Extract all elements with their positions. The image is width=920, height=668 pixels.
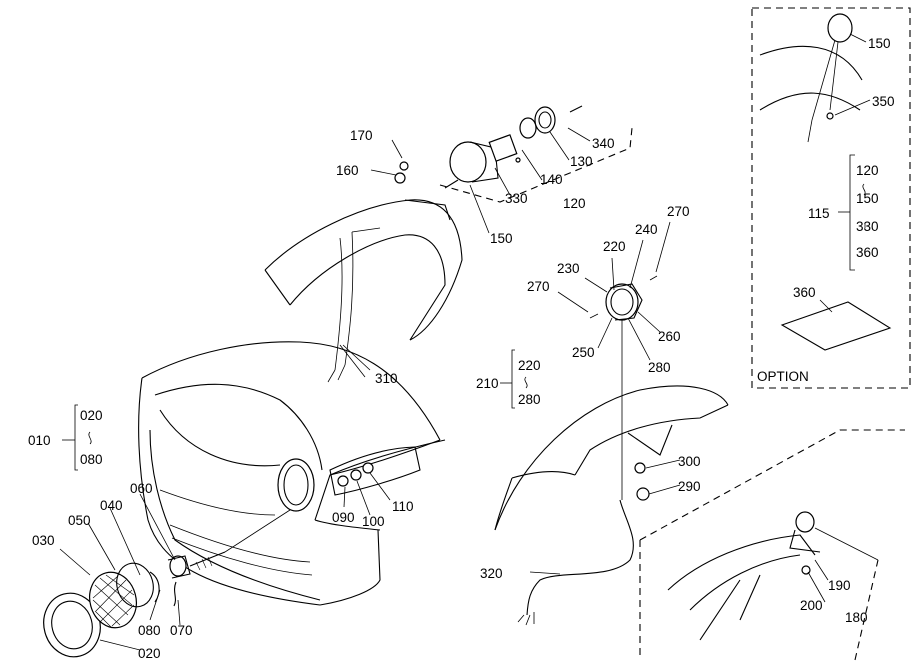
callout-020-top: 020 [80,408,103,423]
callout-080-top: 080 [80,452,103,467]
callout-360-manual: 360 [793,285,816,300]
group-outline-120 [439,127,633,203]
callout-060: 060 [130,481,153,496]
hood-body [138,341,446,606]
right-fender [494,275,729,626]
callout-labels: 170 160 340 130 140 330 120 150 310 010 … [28,36,895,661]
callout-190: 190 [828,578,851,593]
leader-lines [59,33,871,651]
callout-320: 320 [480,566,503,581]
callout-050: 050 [68,513,91,528]
callout-300: 300 [678,454,701,469]
callout-150-option-list: 150 [856,191,879,206]
callout-070: 070 [170,623,193,638]
callout-280-group: 280 [518,392,541,407]
top-fender [264,199,463,383]
callout-230: 230 [557,261,580,276]
callout-210: 210 [476,376,499,391]
callout-090: 090 [332,510,355,525]
callout-260: 260 [658,329,681,344]
callout-020-bottom: 020 [138,646,161,661]
callout-110: 110 [392,499,414,514]
callout-350: 350 [872,94,895,109]
callout-270-right: 270 [667,204,690,219]
callout-270-left: 270 [527,279,550,294]
callout-290: 290 [678,479,701,494]
callout-250: 250 [572,345,595,360]
callout-010: 010 [28,433,51,448]
callout-030: 030 [32,533,55,548]
option-box [751,7,911,389]
callout-100: 100 [362,514,385,529]
callout-310: 310 [375,371,398,386]
callout-130: 130 [570,154,593,169]
fender-light-180 [667,511,879,641]
callout-340: 340 [592,136,615,151]
callout-080-bottom: 080 [138,623,161,638]
callout-140: 140 [540,172,563,187]
callout-170: 170 [350,128,373,143]
option-label: OPTION [757,369,809,384]
callout-150-option: 150 [868,36,891,51]
callout-115: 115 [808,206,830,221]
callout-150: 150 [490,231,513,246]
callout-240: 240 [635,222,658,237]
callout-180: 180 [845,610,868,625]
callout-120: 120 [563,196,586,211]
callout-360-option-list: 360 [856,245,879,260]
work-light-assembly-120 [394,105,583,189]
callout-220-group: 220 [518,358,541,373]
callout-280-right: 280 [648,360,671,375]
callout-160: 160 [336,163,359,178]
callout-040: 040 [100,498,123,513]
group-outline-180 [639,429,905,661]
callout-120-option: 120 [856,163,879,178]
callout-330-option: 330 [856,219,879,234]
callout-220-top: 220 [603,239,626,254]
callout-200: 200 [800,598,823,613]
headlight-assembly [43,509,291,658]
callout-330: 330 [505,191,528,206]
